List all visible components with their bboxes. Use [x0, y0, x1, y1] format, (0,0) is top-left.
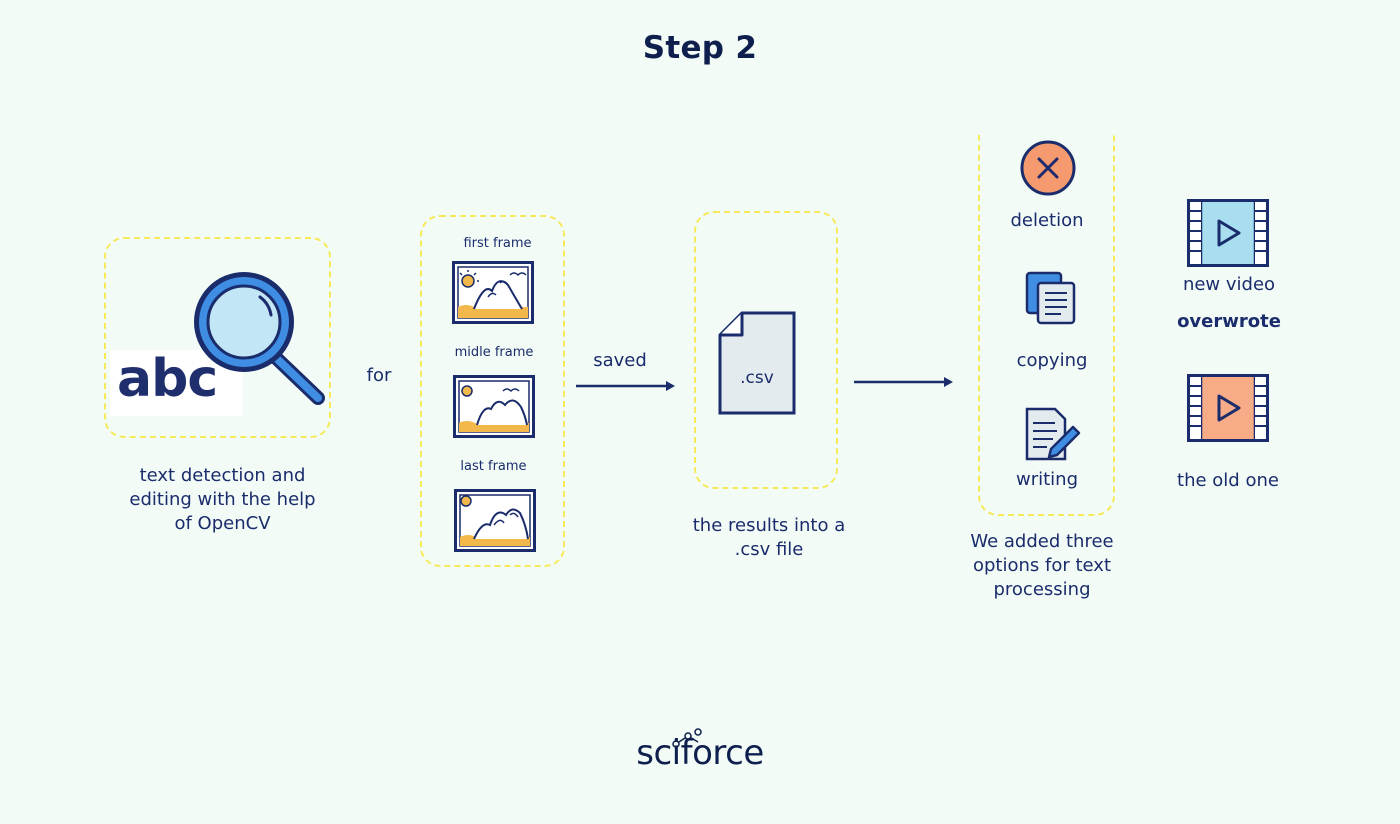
options-box [978, 135, 1115, 516]
new-video-icon [1187, 199, 1269, 267]
old-video-icon [1187, 374, 1269, 442]
caption-line: processing [993, 579, 1091, 600]
magnifier-icon [194, 272, 325, 405]
middle-frame-image-icon [453, 375, 535, 438]
caption-line: of OpenCV [174, 513, 271, 534]
caption-line: text detection and [139, 465, 306, 486]
sciforce-logo: sciforce [636, 733, 764, 773]
copy-icon [1025, 271, 1076, 325]
caption-line: the results into a [692, 515, 846, 536]
last-frame-image-icon [454, 489, 536, 552]
middle-frame-label: midle frame [454, 345, 534, 360]
caption-line: editing with the help [129, 489, 316, 510]
options-caption: We added three options for text processi… [936, 530, 1148, 602]
csv-caption: the results into a .csv file [660, 514, 878, 562]
caption-line: .csv file [734, 539, 804, 560]
writing-label: writing [1015, 469, 1078, 490]
copying-label: copying [1016, 350, 1088, 371]
old-video-label: the old one [1177, 470, 1279, 491]
csv-file-icon [718, 311, 796, 415]
abc-text: abc [117, 349, 218, 409]
for-label: for [366, 365, 392, 386]
last-frame-label: last frame [460, 459, 527, 474]
caption-line: options for text [972, 555, 1111, 576]
new-video-label: new video [1182, 274, 1276, 295]
overwrote-label: overwrote [1177, 311, 1281, 332]
text-detection-caption: text detection and editing with the help… [100, 464, 345, 536]
deletion-label: deletion [1010, 210, 1084, 231]
writing-icon [1025, 407, 1081, 461]
csv-box [694, 211, 838, 489]
first-frame-label: first frame [463, 236, 532, 251]
page-title: Step 2 [642, 30, 758, 66]
caption-line: We added three [970, 531, 1114, 552]
text-detection-box [104, 237, 331, 438]
frames-box [420, 215, 565, 567]
delete-icon [1020, 140, 1076, 196]
first-frame-image-icon [452, 261, 534, 324]
options-arrow [854, 377, 953, 387]
saved-arrow [576, 381, 675, 391]
sciforce-logo-mark-icon [672, 728, 702, 748]
csv-file-label: .csv [740, 368, 774, 388]
saved-label: saved [593, 350, 647, 371]
